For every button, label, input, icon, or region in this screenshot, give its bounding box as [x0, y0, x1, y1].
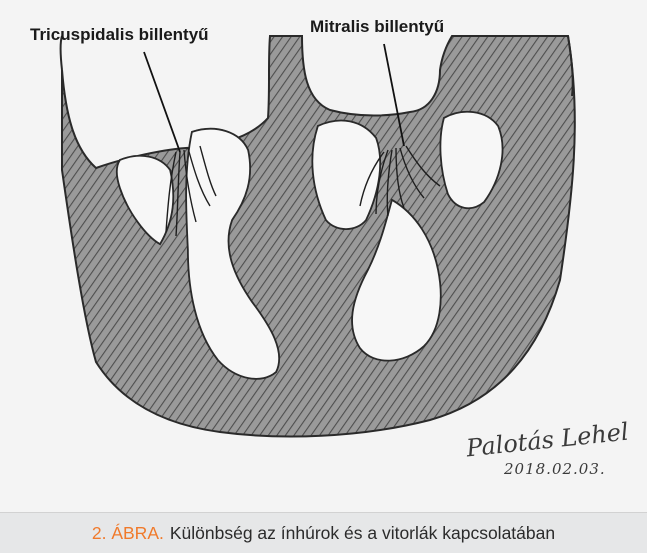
tricuspid-leader-line — [144, 52, 180, 152]
caption-text: Különbség az ínhúrok és a vitorlák kapcs… — [170, 523, 555, 544]
heart-valve-drawing: Tricuspidalis billentyű Mitralis billent… — [0, 0, 647, 512]
tricuspid-valve-label: Tricuspidalis billentyű — [30, 25, 209, 45]
caption-figure-number: 2. ÁBRA. — [92, 523, 164, 544]
heart-wall — [62, 36, 575, 436]
signature-date: 2018.02.03. — [504, 460, 606, 478]
mitral-valve-label: Mitralis billentyű — [310, 17, 444, 37]
figure-caption: 2. ÁBRA. Különbség az ínhúrok és a vitor… — [0, 512, 647, 553]
